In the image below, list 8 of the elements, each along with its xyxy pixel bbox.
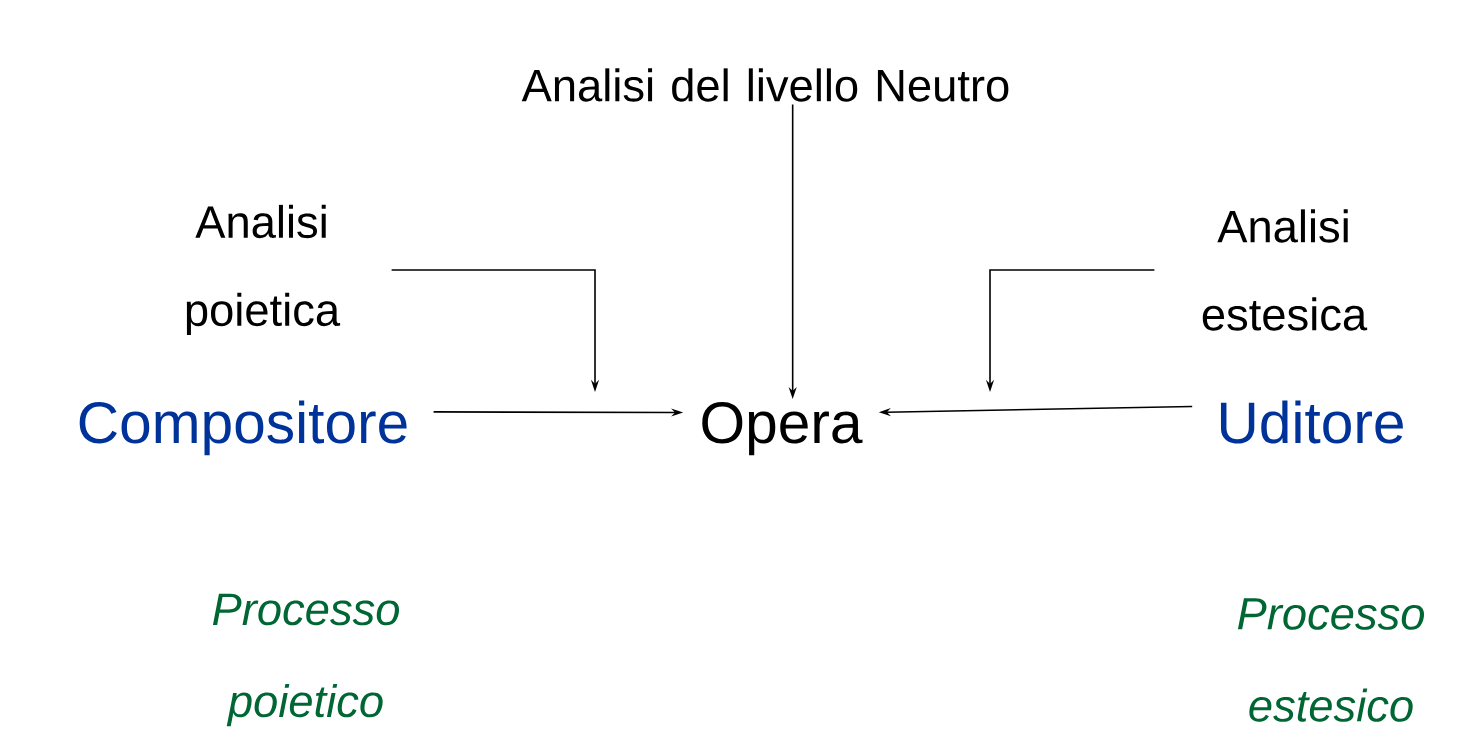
term-label: Uditore [1220, 400, 1403, 444]
term-label: Opera [702, 402, 863, 456]
term-label: Compositore [79, 400, 407, 456]
process-label: Processo estesico [1237, 598, 1425, 722]
analysis-label: Analisi del livello Neutro [521, 68, 1009, 102]
process-label: Processo poietico [212, 593, 400, 727]
analysis-label: Analisi poietica [186, 204, 341, 336]
analysis-label: Analisi estesica [1202, 209, 1368, 331]
